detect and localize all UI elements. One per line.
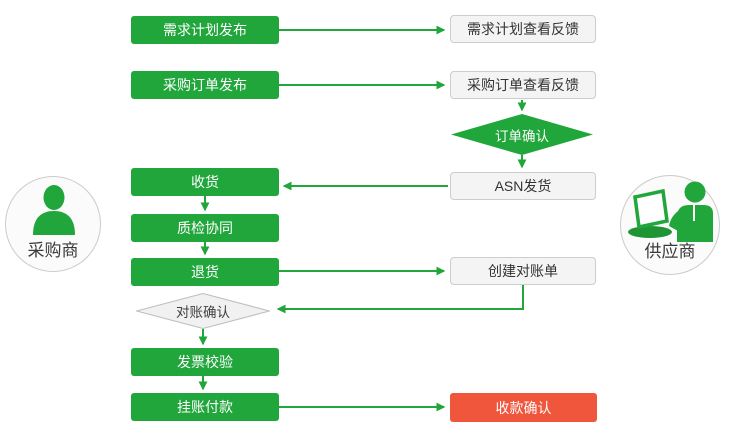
diamond-label: 对账确认: [176, 305, 230, 320]
buyer-icon: [33, 185, 75, 235]
node-quality-check: 质检协同: [131, 214, 279, 242]
supplier-actor: 供应商: [620, 175, 720, 275]
supplier-label: 供应商: [644, 242, 696, 261]
node-receipt-confirm: 收款确认: [450, 393, 597, 422]
supplier-icon: [628, 181, 713, 242]
node-demand-publish: 需求计划发布: [131, 16, 279, 44]
node-book-payment: 挂账付款: [131, 393, 279, 421]
buyer-label: 采购商: [27, 241, 79, 260]
node-create-statement: 创建对账单: [450, 257, 596, 285]
node-demand-feedback: 需求计划查看反馈: [450, 15, 596, 43]
node-po-feedback: 采购订单查看反馈: [450, 71, 596, 99]
node-po-publish: 采购订单发布: [131, 71, 279, 99]
buyer-actor: 采购商: [5, 176, 101, 272]
node-order-confirm-diamond: 订单确认: [451, 114, 593, 155]
node-reconcile-confirm-diamond: 对账确认: [136, 293, 270, 329]
diamond-shape: [451, 114, 593, 155]
diamond-label: 订单确认: [495, 128, 549, 144]
node-invoice-verify: 发票校验: [131, 348, 279, 376]
diamond-shape: [136, 293, 270, 329]
node-asn-ship: ASN发货: [450, 172, 596, 200]
node-receive-goods: 收货: [131, 168, 279, 196]
node-return-goods: 退货: [131, 258, 279, 286]
